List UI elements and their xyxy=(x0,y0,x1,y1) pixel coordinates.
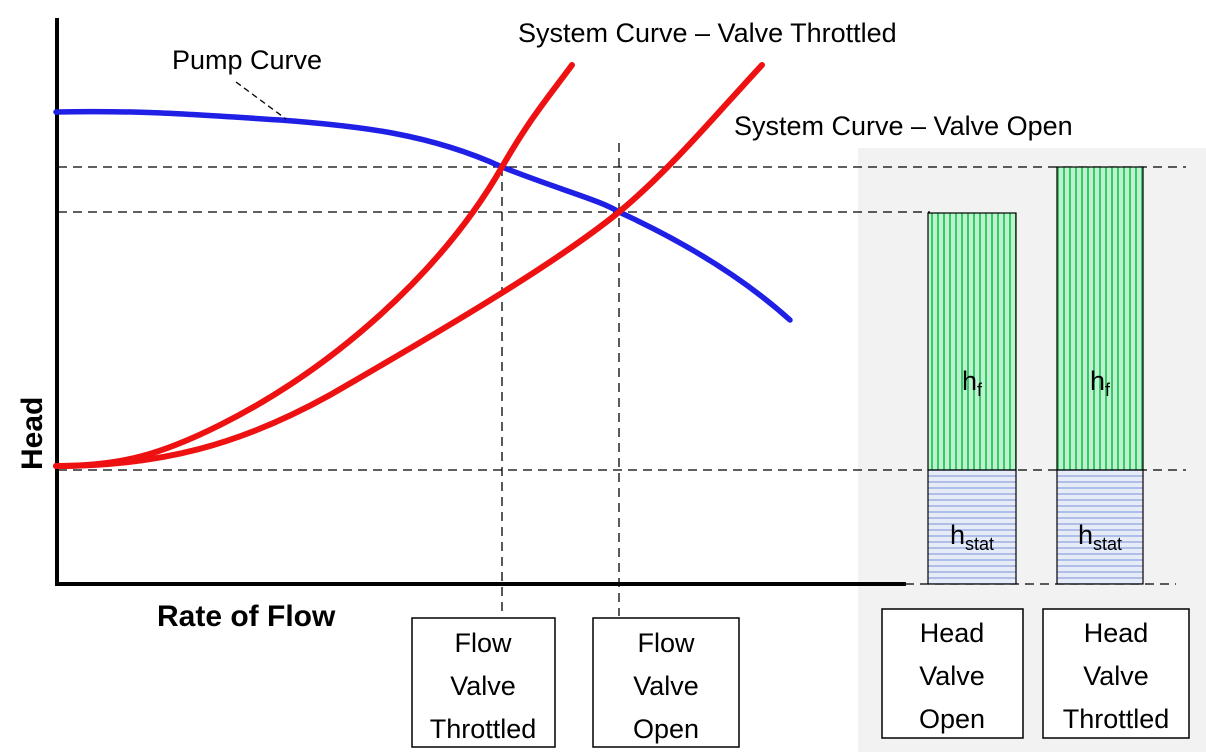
head-box-throttled-line-1: Head xyxy=(1084,618,1149,648)
system-curve-throttled-label: System Curve – Valve Throttled xyxy=(518,18,897,48)
flow-box-open-line-3: Open xyxy=(633,714,699,744)
static-head-segment-throttled xyxy=(1056,469,1144,585)
flow-box-open: Flow Valve Open xyxy=(592,617,740,748)
flow-box-open-line-2: Valve xyxy=(633,671,699,701)
x-axis-label: Rate of Flow xyxy=(157,600,336,633)
head-box-open-line-1: Head xyxy=(920,618,985,648)
flow-box-throttled: Flow Valve Throttled xyxy=(411,617,556,748)
head-bar-valve-throttled: hf hstat xyxy=(1056,166,1144,585)
pump-curve-label: Pump Curve xyxy=(172,45,322,75)
friction-head-segment-throttled xyxy=(1056,166,1144,471)
flow-box-throttled-line-1: Flow xyxy=(454,628,512,658)
flow-box-open-frame xyxy=(592,617,740,748)
axes xyxy=(55,18,906,586)
static-head-label-open: hstat xyxy=(950,520,994,554)
system-curve-valve-open xyxy=(53,62,765,469)
flow-box-open-line-1: Flow xyxy=(637,628,695,658)
head-box-open-line-3: Open xyxy=(919,704,985,734)
friction-head-label-open: hf xyxy=(962,366,983,400)
y-axis-label: Head xyxy=(16,397,49,470)
head-box-throttled-frame xyxy=(1042,608,1190,739)
pump-curve-leader xyxy=(235,81,287,120)
flow-box-throttled-line-3: Throttled xyxy=(430,714,537,744)
system-curve-open-label: System Curve – Valve Open xyxy=(734,111,1073,141)
flow-box-throttled-frame xyxy=(411,617,556,748)
head-box-throttled-line-2: Valve xyxy=(1083,661,1149,691)
static-head-segment-open xyxy=(927,469,1017,585)
head-box-open-line-2: Valve xyxy=(919,661,985,691)
pump-curve xyxy=(53,108,793,323)
head-box-open: Head Valve Open xyxy=(881,608,1024,739)
system-curve-valve-throttled xyxy=(53,62,575,469)
head-box-throttled: Head Valve Throttled xyxy=(1042,608,1190,739)
head-bar-valve-open: hf hstat xyxy=(927,212,1017,585)
friction-head-segment-open xyxy=(927,212,1017,471)
static-head-label-throttled: hstat xyxy=(1078,520,1122,554)
flow-box-throttled-line-2: Valve xyxy=(450,671,516,701)
head-box-open-frame xyxy=(881,608,1024,739)
friction-head-label-throttled: hf xyxy=(1090,366,1111,400)
head-box-throttled-line-3: Throttled xyxy=(1063,704,1170,734)
